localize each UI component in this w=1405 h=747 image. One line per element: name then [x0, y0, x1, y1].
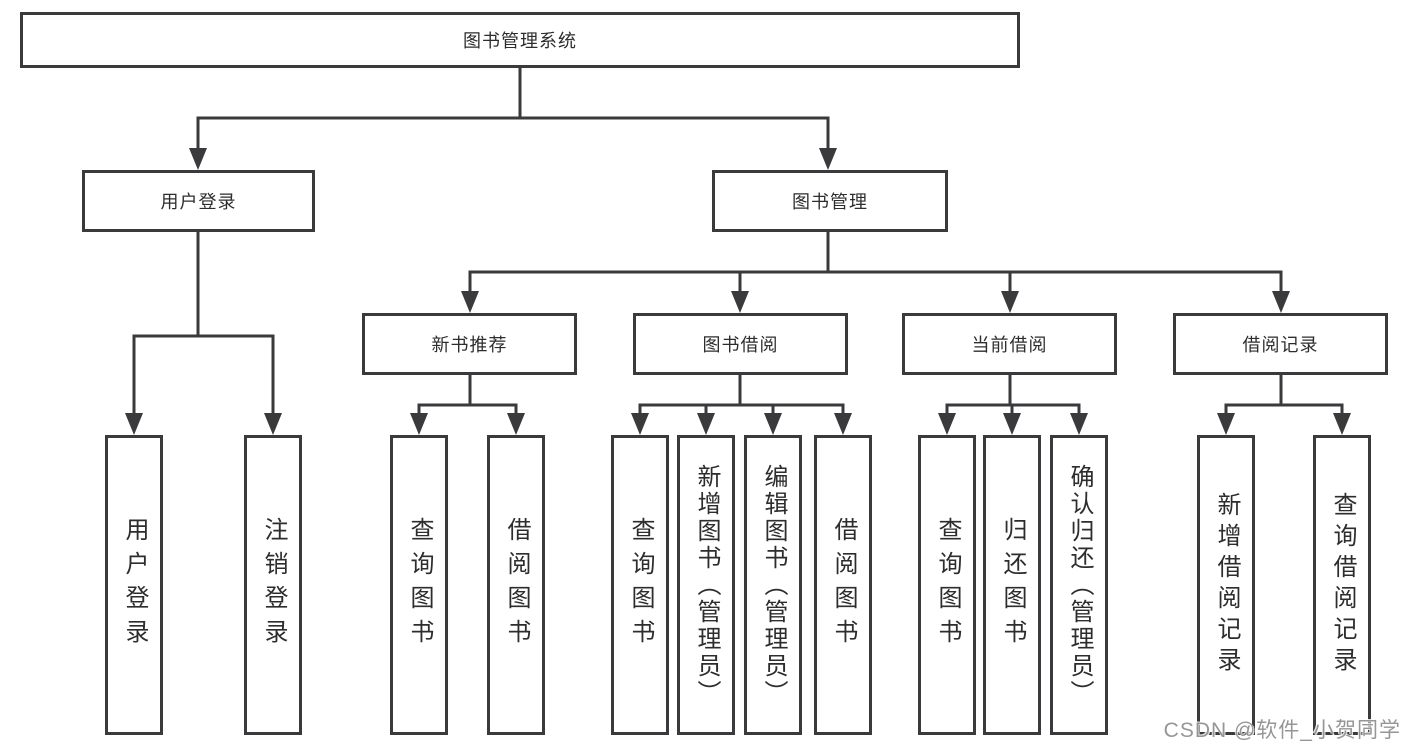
leaf-add-books-admin-label: 新增图书（管理员） — [693, 463, 720, 707]
arrowheads — [125, 148, 1351, 435]
node-current-borrow: 当前借阅 — [902, 313, 1117, 375]
leaf-add-borrow-record-label: 新增借阅记录 — [1213, 492, 1240, 678]
node-root-label: 图书管理系统 — [463, 31, 577, 51]
leaf-borrow-query-books-label: 查询图书 — [627, 517, 654, 653]
leaf-recommend-borrow-books: 借阅图书 — [487, 435, 545, 735]
node-borrow-records-label: 借阅记录 — [1242, 335, 1319, 355]
node-borrow-records: 借阅记录 — [1173, 313, 1388, 375]
leaf-user-login-label: 用户登录 — [121, 517, 148, 653]
leaf-borrow-books-label: 借阅图书 — [830, 517, 857, 653]
node-book-management-label: 图书管理 — [792, 192, 868, 212]
node-book-borrow-label: 图书借阅 — [702, 335, 779, 355]
leaf-recommend-query-books: 查询图书 — [390, 435, 448, 735]
leaf-current-query-books-label: 查询图书 — [934, 517, 961, 653]
node-current-borrow-label: 当前借阅 — [971, 335, 1048, 355]
leaf-borrow-query-books: 查询图书 — [611, 435, 669, 735]
leaf-borrow-books: 借阅图书 — [814, 435, 872, 735]
node-new-book-recommend: 新书推荐 — [362, 313, 577, 375]
leaf-edit-books-admin: 编辑图书（管理员） — [744, 435, 802, 735]
leaf-return-books: 归还图书 — [983, 435, 1041, 735]
node-book-management: 图书管理 — [712, 170, 948, 232]
leaf-query-borrow-record: 查询借阅记录 — [1313, 435, 1371, 735]
leaf-add-books-admin: 新增图书（管理员） — [677, 435, 735, 735]
node-root: 图书管理系统 — [20, 12, 1020, 68]
leaf-confirm-return-admin: 确认归还（管理员） — [1050, 435, 1108, 735]
node-user-login: 用户登录 — [82, 170, 315, 232]
leaf-add-borrow-record: 新增借阅记录 — [1197, 435, 1255, 735]
csdn-watermark: CSDN @软件_小贺同学 — [1163, 719, 1401, 742]
leaf-edit-books-admin-label: 编辑图书（管理员） — [760, 463, 787, 707]
leaf-confirm-return-admin-label: 确认归还（管理员） — [1066, 463, 1093, 707]
leaf-recommend-borrow-books-label: 借阅图书 — [503, 517, 530, 653]
leaf-user-login: 用户登录 — [105, 435, 163, 735]
leaf-recommend-query-books-label: 查询图书 — [406, 517, 433, 653]
leaf-logout: 注销登录 — [244, 435, 302, 735]
node-new-book-recommend-label: 新书推荐 — [431, 335, 508, 355]
node-book-borrow: 图书借阅 — [633, 313, 848, 375]
node-user-login-label: 用户登录 — [160, 192, 237, 212]
leaf-return-books-label: 归还图书 — [999, 517, 1026, 653]
leaf-query-borrow-record-label: 查询借阅记录 — [1329, 492, 1356, 678]
leaf-logout-label: 注销登录 — [260, 517, 287, 653]
leaf-current-query-books: 查询图书 — [918, 435, 976, 735]
